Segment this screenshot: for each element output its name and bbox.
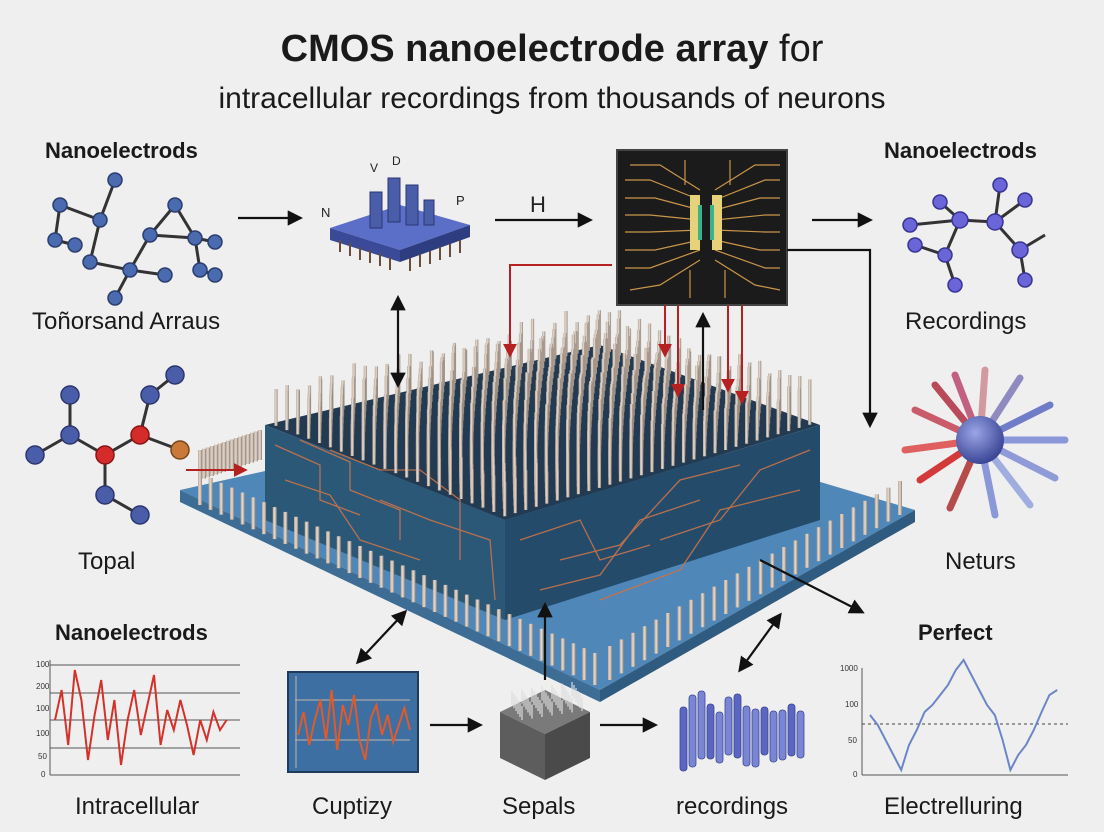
label-recordings-bottom: recordings [676, 793, 789, 820]
title-bold: CMOS nanoelectrode array [280, 28, 769, 70]
chip-label-p: P [456, 193, 465, 208]
left-tick-0: 100 [36, 660, 50, 669]
sepals-chip [500, 682, 590, 780]
label-electrelluring: Electrelluring [884, 793, 1023, 820]
red-arrows [186, 264, 749, 477]
left-tick-3: 100 [36, 729, 50, 738]
left-tick-5: 0 [41, 770, 46, 779]
label-nanoelectrods-bottom-left: Nanoelectrods [55, 620, 208, 645]
chip-label-d: D [392, 154, 401, 168]
substrate-pins [198, 430, 902, 685]
label-intracellular: Intracellular [75, 793, 200, 820]
title-rest: for [768, 28, 824, 70]
page-title: CMOS nanoelectrode array for [0, 28, 1104, 71]
label-tonorsand-arraus: Toñorsand Arraus [32, 308, 221, 335]
label-cuptizy: Cuptizy [312, 793, 393, 820]
transistor-chip [330, 177, 470, 271]
molecule-top-left-atoms [47, 172, 223, 306]
label-nanoelectrods-top-left: Nanoelectrods [45, 138, 198, 163]
chip-label-n: N [321, 205, 330, 220]
label-topal: Topal [78, 548, 136, 575]
label-neturs: Neturs [945, 548, 1016, 575]
cuptizy-graph [287, 671, 419, 773]
molecule-top-right-atoms [902, 177, 1033, 293]
chip-label-v: V [370, 161, 378, 175]
page-subtitle: intracellular recordings from thousands … [218, 82, 886, 115]
main-nanoelectrode-chip [180, 310, 915, 702]
label-perfect: Perfect [918, 620, 993, 645]
right-tick-2: 50 [848, 736, 857, 745]
right-tick-3: 0 [853, 770, 858, 779]
right-tick-0: 1000 [840, 664, 858, 673]
circuit-board [616, 149, 788, 306]
label-sepals: Sepals [502, 793, 576, 820]
label-recordings-right: Recordings [905, 308, 1027, 335]
label-nanoelectrods-top-right: Nanoelectrods [884, 138, 1037, 163]
recordings-cylinders [679, 690, 805, 772]
right-tick-1: 100 [845, 700, 859, 709]
left-trace-graph [49, 660, 240, 776]
arrow-label-h: H [530, 192, 546, 217]
neuron-illustration [901, 366, 1069, 519]
arrows [238, 210, 878, 733]
left-tick-1: 200 [36, 682, 50, 691]
left-tick-4: 50 [38, 752, 47, 761]
molecule-middle-left-atoms [25, 365, 190, 525]
left-tick-2: 100 [36, 704, 50, 713]
right-trace-graph [861, 658, 1068, 776]
